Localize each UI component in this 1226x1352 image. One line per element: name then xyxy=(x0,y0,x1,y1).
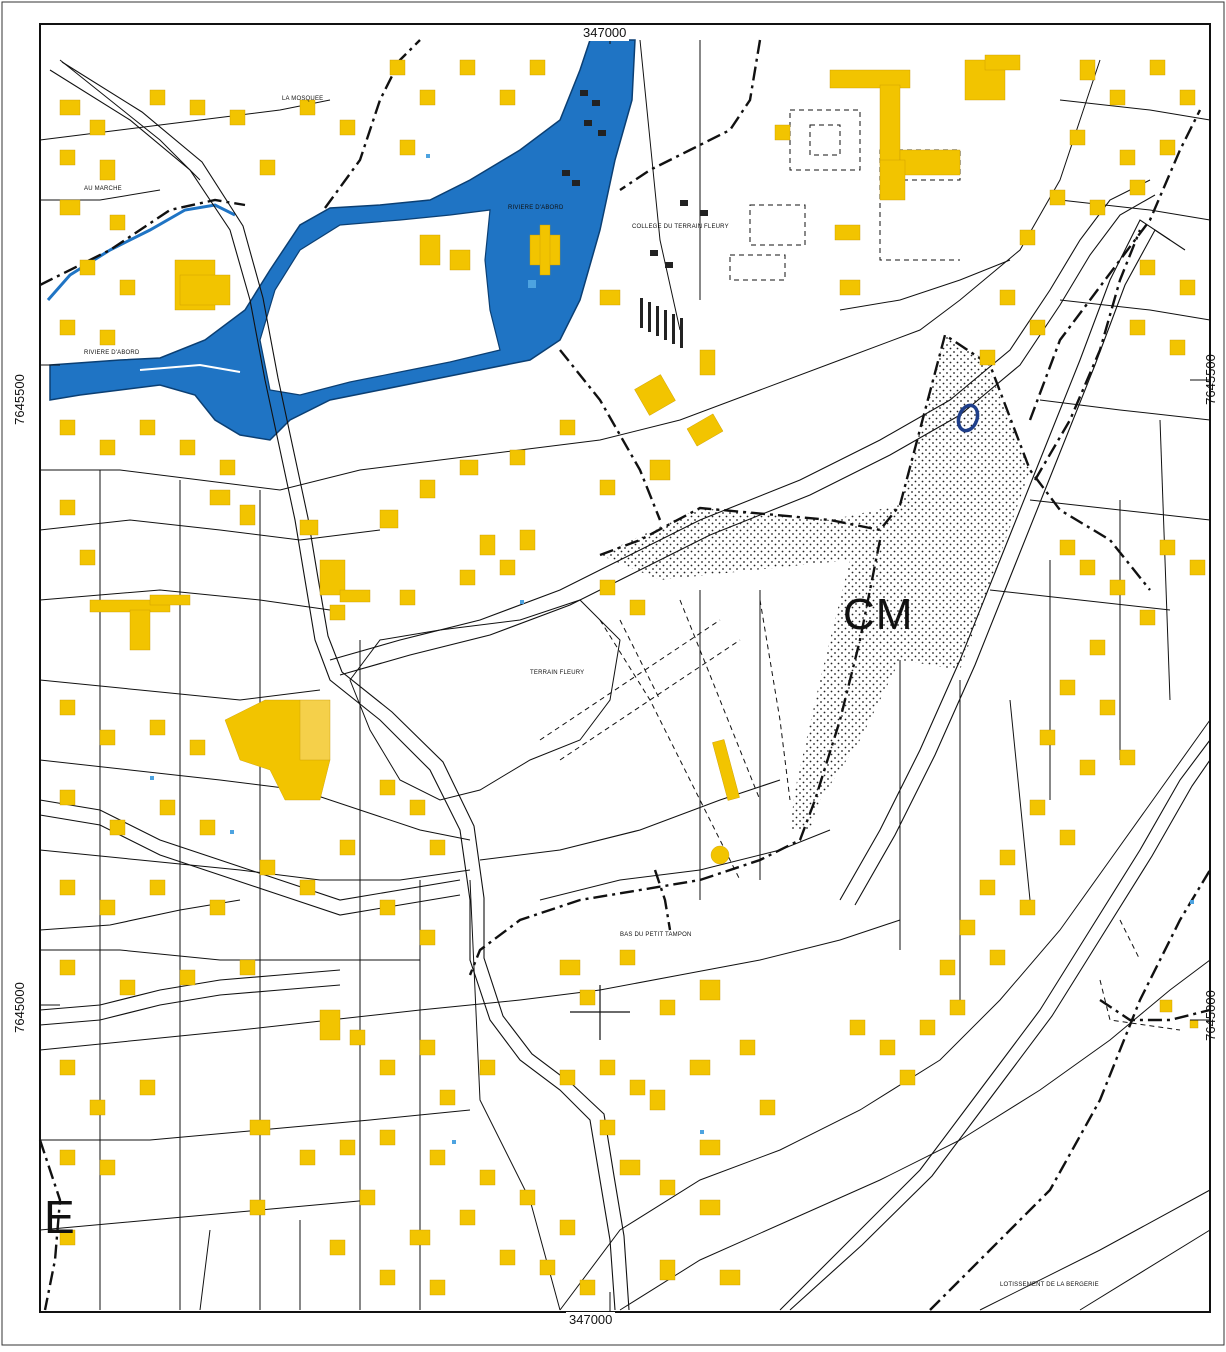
place-lotissement: LOTISSEMENT DE LA BERGERIE xyxy=(1000,1282,1099,1288)
dashed-features xyxy=(539,109,1181,1031)
place-college: COLLEGE DU TERRAIN FLEURY xyxy=(632,224,729,230)
coord-right-y-upper: 7645500 xyxy=(1202,354,1218,405)
frame-ticks xyxy=(40,24,1210,1312)
zone-marker-circle xyxy=(956,403,980,433)
survey-cross xyxy=(570,985,630,1040)
coord-left-y-lower: 7645000 xyxy=(11,982,27,1033)
college-annex-buildings xyxy=(562,90,708,348)
coord-top-x: 347000 xyxy=(580,25,630,41)
place-terrain-fleury: TERRAIN FLEURY xyxy=(530,670,585,676)
zone-label-cm: CM xyxy=(843,590,914,639)
river-bridge-1 xyxy=(139,363,241,373)
place-riviere-dabord-left: RIVIERE D'ABORD xyxy=(84,350,140,356)
map-frame xyxy=(39,23,1211,1313)
coord-left-y-upper: 7645500 xyxy=(11,374,27,425)
place-au-marche: AU MARCHE xyxy=(84,186,122,192)
river-branch xyxy=(46,203,236,301)
buildings xyxy=(59,54,1206,1296)
terrain-fleury-outline xyxy=(349,599,621,801)
place-bas-du-petit-tampon: BAS DU PETIT TAMPON xyxy=(620,932,692,938)
water-markers xyxy=(150,154,1194,1144)
coord-right-y-lower: 7645000 xyxy=(1202,990,1218,1041)
cm-zone-area xyxy=(600,335,1030,830)
place-riviere-dabord-upper: RIVIERE D'ABORD xyxy=(508,205,564,211)
coord-bottom-x: 347000 xyxy=(566,1312,616,1328)
zone-boundaries xyxy=(38,39,1212,1311)
zone-label-edge: E xyxy=(44,1191,76,1243)
place-la-mosquee: LA MOSQUEE xyxy=(282,96,324,102)
